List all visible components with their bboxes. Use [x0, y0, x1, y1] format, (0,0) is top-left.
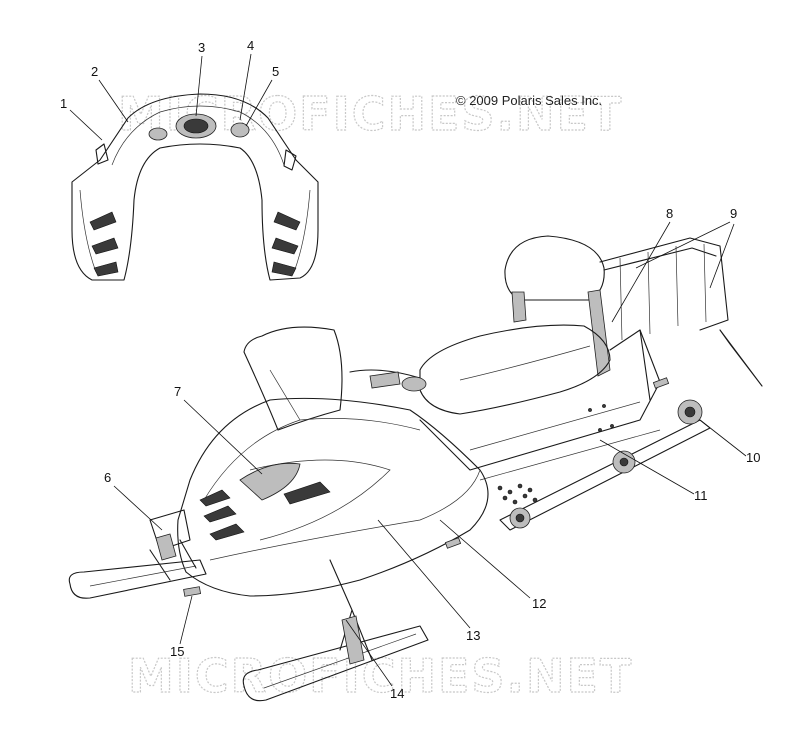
- callout-11: 11: [599, 439, 708, 503]
- svg-text:4: 4: [247, 38, 254, 53]
- callout-12: 12: [439, 519, 546, 611]
- rivet-dots: [497, 404, 614, 505]
- svg-text:13: 13: [466, 628, 480, 643]
- svg-text:7: 7: [174, 384, 181, 399]
- copyright-notice: © 2009 Polaris Sales Inc.: [456, 93, 602, 108]
- svg-text:15: 15: [170, 644, 184, 659]
- svg-text:9: 9: [730, 206, 737, 221]
- svg-text:1: 1: [60, 96, 67, 111]
- callout-9: 9: [635, 206, 737, 289]
- svg-text:2: 2: [91, 64, 98, 79]
- callout-13: 13: [377, 519, 480, 643]
- callout-4: 4: [239, 38, 254, 121]
- callout-3: 3: [195, 40, 205, 117]
- svg-text:8: 8: [666, 206, 673, 221]
- callout-2: 2: [91, 64, 129, 123]
- callout-15: 15: [170, 595, 193, 659]
- svg-text:14: 14: [390, 686, 404, 701]
- svg-text:11: 11: [694, 488, 708, 503]
- callout-1: 1: [60, 96, 103, 141]
- svg-text:12: 12: [532, 596, 546, 611]
- callout-7: 7: [174, 384, 263, 475]
- callout-8: 8: [611, 206, 673, 323]
- svg-text:6: 6: [104, 470, 111, 485]
- svg-text:3: 3: [198, 40, 205, 55]
- callout-14: 14: [345, 619, 404, 701]
- callout-10: 10: [699, 419, 760, 465]
- snowmobile-drawing: [68, 235, 763, 702]
- callout-6: 6: [104, 470, 163, 531]
- callout-5: 5: [245, 64, 279, 127]
- callouts: 1 2 3 4 5 6 7 8: [60, 38, 760, 701]
- svg-text:10: 10: [746, 450, 760, 465]
- svg-text:5: 5: [272, 64, 279, 79]
